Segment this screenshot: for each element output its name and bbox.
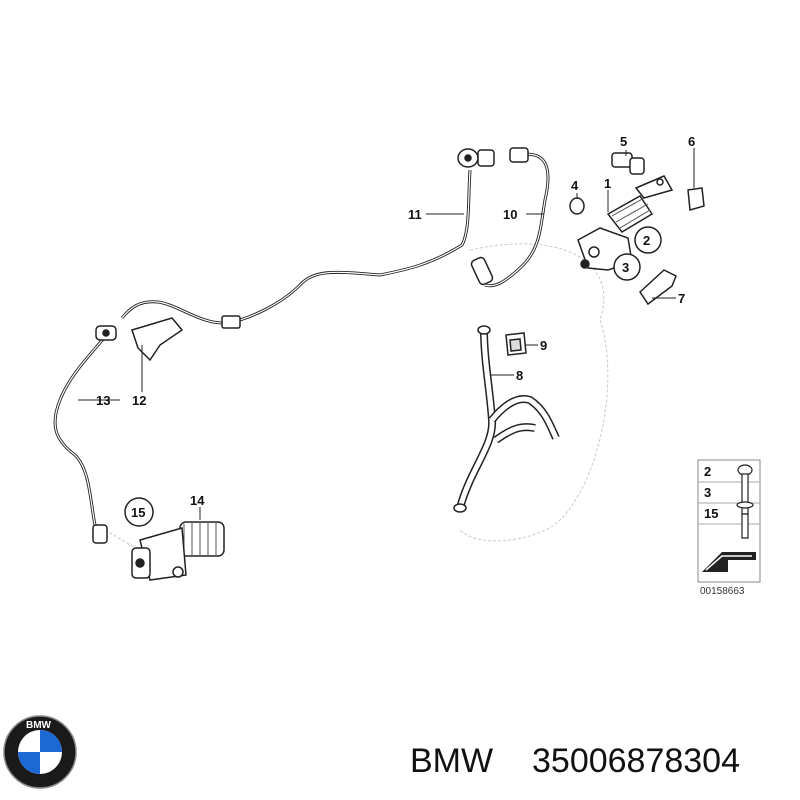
legend-box: 2 3 15 00158663 (697, 459, 761, 597)
callout-13: 13 (96, 393, 110, 408)
callout-12: 12 (132, 393, 146, 408)
part-number: 35006878304 (532, 742, 740, 780)
callout-6: 6 (688, 134, 695, 149)
callout-2: 2 (643, 233, 650, 248)
clip-7 (639, 269, 677, 306)
hose-clip-9 (505, 332, 527, 356)
callout-15: 15 (131, 505, 145, 520)
callout-2-circle (634, 226, 662, 254)
legend-item-15: 15 (704, 506, 718, 521)
grommet-4 (569, 197, 585, 215)
hydraulic-line-11-inner (121, 169, 471, 324)
hydraulic-line-13-inner (54, 337, 105, 541)
callout-5: 5 (620, 134, 627, 149)
legend-code: 00158663 (700, 586, 745, 597)
callout-15-circle (124, 497, 154, 527)
callout-4: 4 (571, 178, 579, 193)
callout-14: 14 (190, 493, 205, 508)
hydraulic-line-10-inner (484, 153, 549, 287)
brand-label: BMW (410, 742, 493, 780)
callout-10: 10 (503, 207, 517, 222)
bmw-logo: BMW (3, 715, 77, 789)
bolt-icon (736, 464, 754, 539)
hydraulic-line-11 (120, 169, 472, 325)
callout-3-circle (613, 253, 641, 281)
clip-6 (634, 175, 705, 211)
callout-1: 1 (604, 176, 611, 191)
callout-11: 11 (408, 207, 422, 222)
callout-7: 7 (678, 291, 685, 306)
callout-8: 8 (516, 368, 523, 383)
line-connector-top (457, 147, 529, 168)
callout-3: 3 (622, 260, 629, 275)
reservoir-hose-8 (453, 325, 560, 513)
pedal-outline (459, 243, 609, 542)
arrow-icon (702, 552, 756, 572)
slave-cylinder-14 (131, 521, 225, 581)
legend-item-2: 2 (704, 464, 711, 479)
bracket-12 (95, 317, 184, 362)
leader-lines (78, 148, 695, 520)
legend-item-3: 3 (704, 485, 711, 500)
line-connector-mid (221, 256, 494, 329)
logo-text: BMW (26, 720, 52, 731)
callout-9: 9 (540, 338, 547, 353)
line-end-13 (92, 524, 108, 544)
pin-5 (611, 152, 645, 175)
